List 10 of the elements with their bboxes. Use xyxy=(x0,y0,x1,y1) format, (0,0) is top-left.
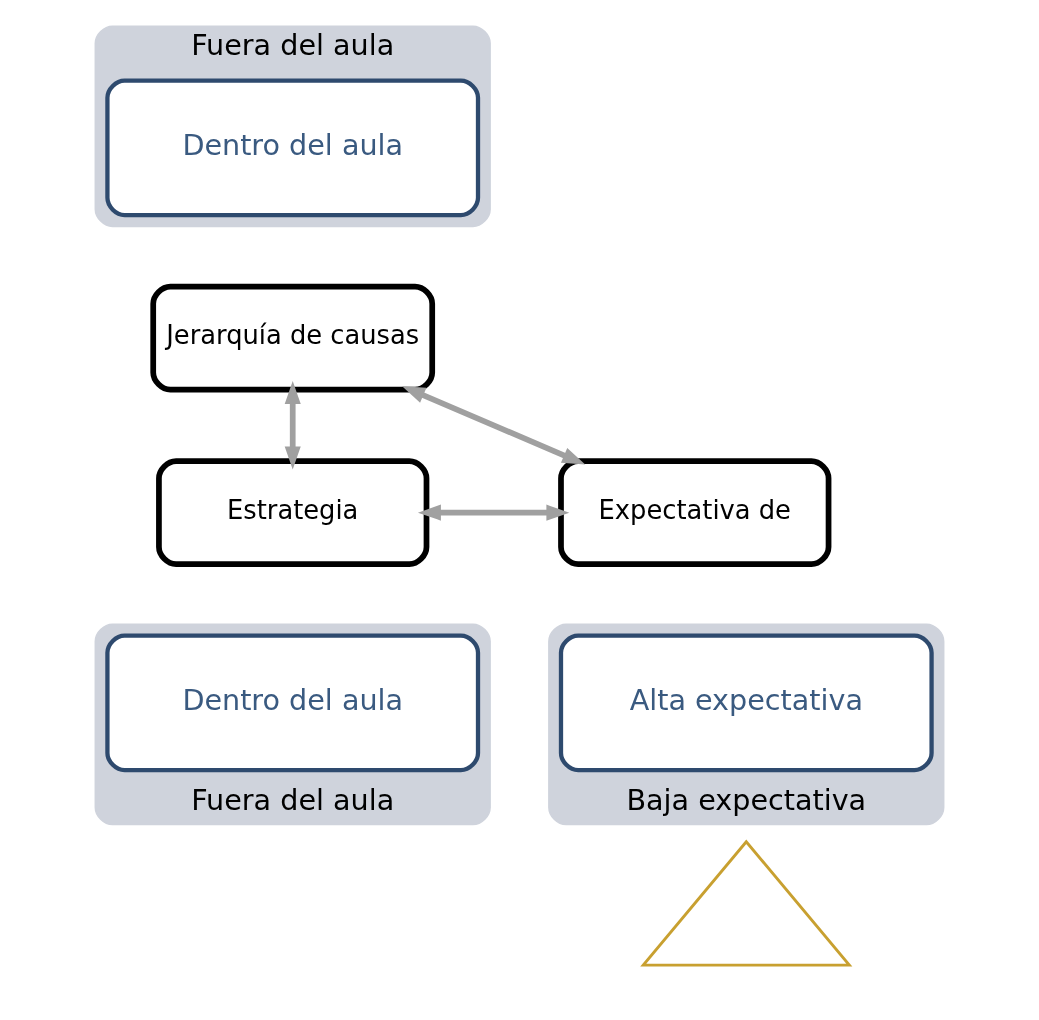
node-triangle xyxy=(640,839,853,967)
node-box: Jerarquía de causas xyxy=(150,283,436,392)
node-box: Dentro del aula xyxy=(105,633,481,772)
node-box: Expectativa de xyxy=(558,457,832,567)
arrow xyxy=(417,504,570,521)
node-box: Dentro del aula xyxy=(105,77,481,217)
node-box: Alta expectativa xyxy=(558,633,934,772)
node-box: Estrategia xyxy=(156,457,430,567)
arrow xyxy=(402,385,586,464)
arrow xyxy=(284,380,301,469)
